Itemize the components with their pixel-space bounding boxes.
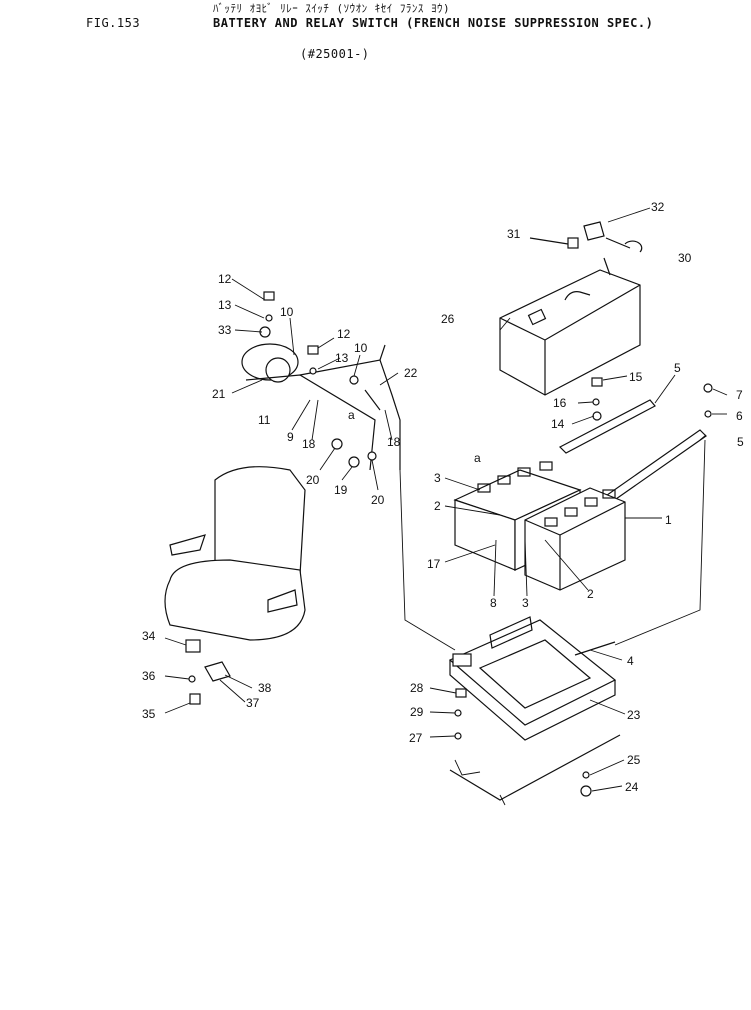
callout-12a: 12	[218, 272, 232, 286]
callout-12b: 12	[337, 327, 351, 341]
callout-18b: 18	[387, 435, 401, 449]
relay-switch-assembly	[241, 343, 706, 651]
callout-24: 24	[625, 780, 639, 794]
callout-3b: 3	[522, 596, 529, 610]
callout-15: 15	[629, 370, 643, 384]
callout-17: 17	[427, 557, 441, 571]
battery-hold-bars	[558, 399, 707, 507]
callout-32: 32	[651, 200, 665, 214]
japanese-title: ﾊﾞｯﾃﾘ ｵﾖﾋﾞ ﾘﾚｰ ｽｲｯﾁ (ｿｳｵﾝ ｷｾｲ ﾌﾗﾝｽ ﾖｳ)	[213, 2, 451, 15]
callout-23: 23	[627, 708, 641, 722]
callout-6: 6	[736, 409, 743, 423]
callout-a2: a	[474, 451, 481, 465]
callout-7: 7	[736, 388, 743, 402]
callout-1: 1	[665, 513, 672, 527]
callout-38: 38	[258, 681, 272, 695]
callout-2a: 2	[434, 499, 441, 513]
callout-36: 36	[142, 669, 156, 683]
callout-20a: 20	[306, 473, 320, 487]
callout-4: 4	[627, 654, 634, 668]
callout-5a: 5	[674, 361, 681, 375]
callout-9: 9	[287, 430, 294, 444]
callout-a1: a	[348, 408, 355, 422]
callout-11: 11	[258, 413, 271, 427]
callout-19: 19	[334, 483, 348, 497]
callout-8: 8	[490, 596, 497, 610]
batteries	[453, 461, 626, 591]
callout-27: 27	[409, 731, 423, 745]
leader-lines	[164, 278, 728, 792]
callout-35: 35	[142, 707, 156, 721]
callout-13a: 13	[218, 298, 232, 312]
callout-29: 29	[410, 705, 424, 719]
callout-33: 33	[218, 323, 232, 337]
callout-28: 28	[410, 681, 424, 695]
frame-edge	[454, 759, 506, 806]
callout-18a: 18	[302, 437, 316, 451]
figure-number: FIG.153	[86, 16, 141, 30]
callout-34: 34	[142, 629, 156, 643]
callout-10b: 10	[354, 341, 368, 355]
callout-25: 25	[627, 753, 641, 767]
callout-10a: 10	[280, 305, 294, 319]
callout-31: 31	[507, 227, 521, 241]
callout-labels: 1 2 2 3 3 4 5 5 6 7 8 9 10 10 11 12 12 1…	[142, 200, 744, 794]
callout-22: 22	[404, 366, 418, 380]
callout-26: 26	[441, 312, 455, 326]
callout-16: 16	[553, 396, 567, 410]
callout-20b: 20	[371, 493, 385, 507]
diagram-title: BATTERY AND RELAY SWITCH (FRENCH NOISE S…	[213, 16, 654, 30]
callout-30: 30	[678, 251, 692, 265]
callout-3a: 3	[434, 471, 441, 485]
battery-cover	[499, 257, 641, 396]
callout-14: 14	[551, 417, 565, 431]
callout-5b: 5	[737, 435, 744, 449]
operator-seat	[164, 466, 306, 682]
mount-bracket	[449, 734, 621, 801]
battery-tray	[448, 616, 617, 741]
callout-37: 37	[246, 696, 260, 710]
callout-21: 21	[212, 387, 226, 401]
callout-13b: 13	[335, 351, 349, 365]
cover-hardware	[529, 207, 651, 253]
serial-range: (#25001-)	[300, 47, 370, 61]
callout-2b: 2	[587, 587, 594, 601]
